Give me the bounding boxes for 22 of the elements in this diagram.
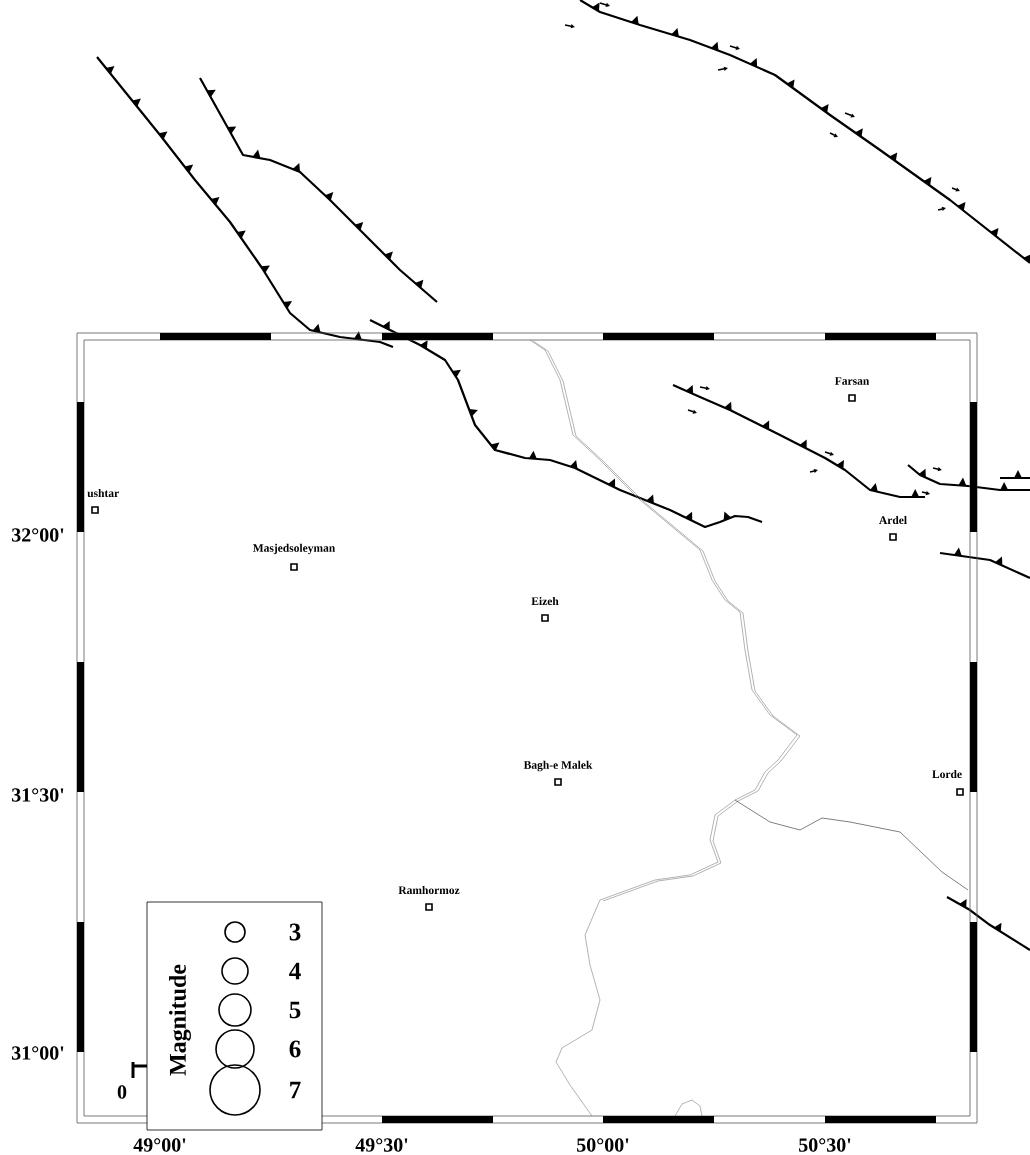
axis-label: 31°00' <box>12 1046 64 1060</box>
axis-label: 32°00' <box>12 528 64 542</box>
axis-label: 49°30' <box>355 1138 408 1152</box>
legend-label: 5 <box>289 1001 301 1019</box>
city-name: ushtar <box>87 488 119 498</box>
legend-label: 6 <box>289 1040 301 1058</box>
city-name: Bagh-e Malek <box>523 760 593 772</box>
axis-label: 0 <box>117 1085 127 1099</box>
city-name: Ardel <box>879 515 907 525</box>
legend-label: 4 <box>289 962 301 980</box>
axis-label: 31°30' <box>12 788 64 802</box>
city-name: Lorde <box>932 769 962 779</box>
city-name: Farsan <box>834 377 870 385</box>
legend-title: Magnitude <box>169 964 191 1076</box>
city-name: Eizeh <box>531 596 559 606</box>
city-name: Masjedsoleyman <box>253 543 336 555</box>
axis-label: 50°00' <box>577 1138 629 1152</box>
city-name: Ramhormoz <box>398 885 460 895</box>
legend-label: 7 <box>290 1081 301 1099</box>
axis-label: 49°00' <box>133 1138 186 1152</box>
axis-label: 50°30' <box>799 1138 851 1152</box>
legend-label: 3 <box>289 923 301 941</box>
